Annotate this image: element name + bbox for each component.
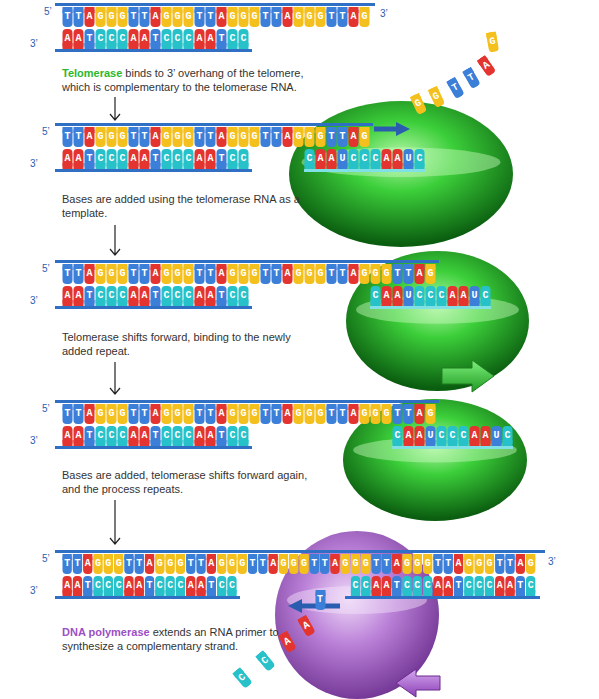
synthesis-arrowhead (288, 599, 302, 613)
nucleotide-base (232, 667, 253, 689)
free-nucleotide: T (445, 77, 465, 100)
enzyme-body (343, 399, 527, 521)
extension-arrow (374, 127, 398, 132)
strand-end-label: 3’ (30, 158, 38, 169)
sequence-text: AATCCCAATCCCAATCC (62, 426, 252, 446)
backbone (55, 446, 252, 449)
enzyme-body (346, 251, 529, 391)
caption-text: Bases are added, telomerase shifts forwa… (62, 469, 307, 495)
backbone (55, 169, 252, 172)
sequence-text: TTAGGGTTAGGGTTAGGGTTAGGGTTAG (62, 127, 373, 147)
strand-end-label: 3’ (30, 435, 38, 446)
free-nucleotide: G (485, 31, 499, 53)
sequence-text: CCAATCCCAATCCCAATC (350, 576, 538, 596)
sequence-text: TTAGGGTTAGGGTTAGGGTTAGGGTTAG (62, 7, 373, 27)
nucleotide-base (485, 31, 498, 52)
nucleotide-base (255, 650, 276, 672)
step-caption: DNA polymeraseextends an RNA primer to s… (62, 625, 287, 653)
step-arrow (110, 500, 120, 544)
free-nucleotide: C (254, 650, 275, 672)
backbone (345, 596, 540, 599)
nucleotide-base (446, 77, 465, 99)
nucleotide-base (278, 631, 297, 653)
sequence-text: CAAUCCCAAUC (304, 149, 428, 169)
nucleotide-letter: C (231, 667, 252, 689)
step-arrow (110, 225, 120, 255)
strand-end-label: 3’ (30, 585, 38, 596)
strand-end-label: 5’ (42, 263, 50, 274)
caption-text: Bases are added using the telomerase RNA… (62, 193, 300, 219)
telomerase-enzyme: CAAUCCCAAUC (288, 100, 514, 248)
backbone (55, 400, 439, 403)
sequence-text: AATCCCAATCCCAATCC (62, 286, 252, 306)
sequence-text: AATCCCAATCCCAATCC (62, 149, 252, 169)
enzyme-highlight (353, 438, 517, 463)
polymerase-direction-arrow (396, 669, 440, 697)
nucleotide-base (476, 55, 496, 77)
nucleotide-base (462, 67, 481, 89)
sequence-text: AATCCCAATCCCAATCC (62, 576, 239, 596)
step-arrow (110, 362, 120, 394)
sequence-text: TTAGGGTTAGGGTTAGGGTTAGGGTTAGGGTTAGGGTTAG… (62, 554, 538, 574)
strand-end-label: 5’ (42, 403, 50, 414)
backbone (55, 3, 375, 6)
sequence-text: TTAGGGTTAGGGTTAGGGTTAGGGTTAGGGTTAG (62, 404, 439, 424)
strand-end-label: 5’ (44, 6, 52, 17)
nucleotide-letter: T (315, 590, 326, 610)
nucleotide-letter: C (254, 650, 275, 672)
nucleotide-base (297, 615, 316, 637)
step-caption: Bases are added using the telomerase RNA… (62, 192, 312, 220)
nucleotide-letter: T (445, 77, 465, 100)
sequence-text: TTAGGGTTAGGGTTAGGGTTAGGGTTAGGGTTAG (62, 264, 439, 284)
dna-polymerase-enzyme (275, 531, 439, 699)
backbone (55, 596, 240, 599)
enzyme-body (289, 101, 513, 247)
free-nucleotide: C (231, 667, 252, 689)
backbone (55, 550, 545, 553)
step-caption: Telomerasebinds to 3’ overhang of the te… (62, 66, 324, 94)
step-caption: Telomerase shifts forward, binding to th… (62, 330, 312, 358)
strand-end-label: 3’ (30, 295, 38, 306)
backbone (55, 123, 373, 126)
rna-backbone (370, 306, 491, 309)
enzyme-name: DNA polymerase (62, 626, 150, 638)
step-arrow (110, 97, 120, 120)
strand-end-label: 3’ (548, 556, 556, 567)
nucleotide-base (315, 590, 325, 610)
strand-end-label: 5’ (42, 126, 50, 137)
backbone (55, 49, 252, 52)
nucleotide-letter: G (485, 31, 499, 53)
nucleotide-letter: A (476, 55, 496, 78)
caption-text: Telomerase shifts forward, binding to th… (62, 331, 291, 357)
sequence-text: CAAUCCCAAUC (392, 426, 516, 446)
enzyme-highlight (302, 147, 501, 177)
strand-end-label: 5’ (42, 553, 50, 564)
enzyme-outline (288, 100, 514, 248)
free-nucleotide: A (476, 55, 496, 78)
backbone (55, 260, 439, 263)
step-caption: Bases are added, telomerase shifts forwa… (62, 468, 324, 496)
strand-end-label: 3’ (30, 38, 38, 49)
backbone (55, 306, 252, 309)
enzyme-name: Telomerase (62, 67, 122, 79)
strand-end-label: 3’ (380, 8, 388, 19)
backbones (55, 3, 545, 599)
sequence-text: CAAUCCCAAUC (370, 286, 494, 306)
nucleotide-letter: T (461, 67, 481, 90)
rna-backbone (304, 169, 425, 172)
free-nucleotide: T (461, 67, 481, 90)
rna-backbone (392, 446, 513, 449)
sequence-text: AATCCCAATCCCAATCC (62, 29, 252, 49)
free-nucleotide: T (315, 590, 326, 610)
